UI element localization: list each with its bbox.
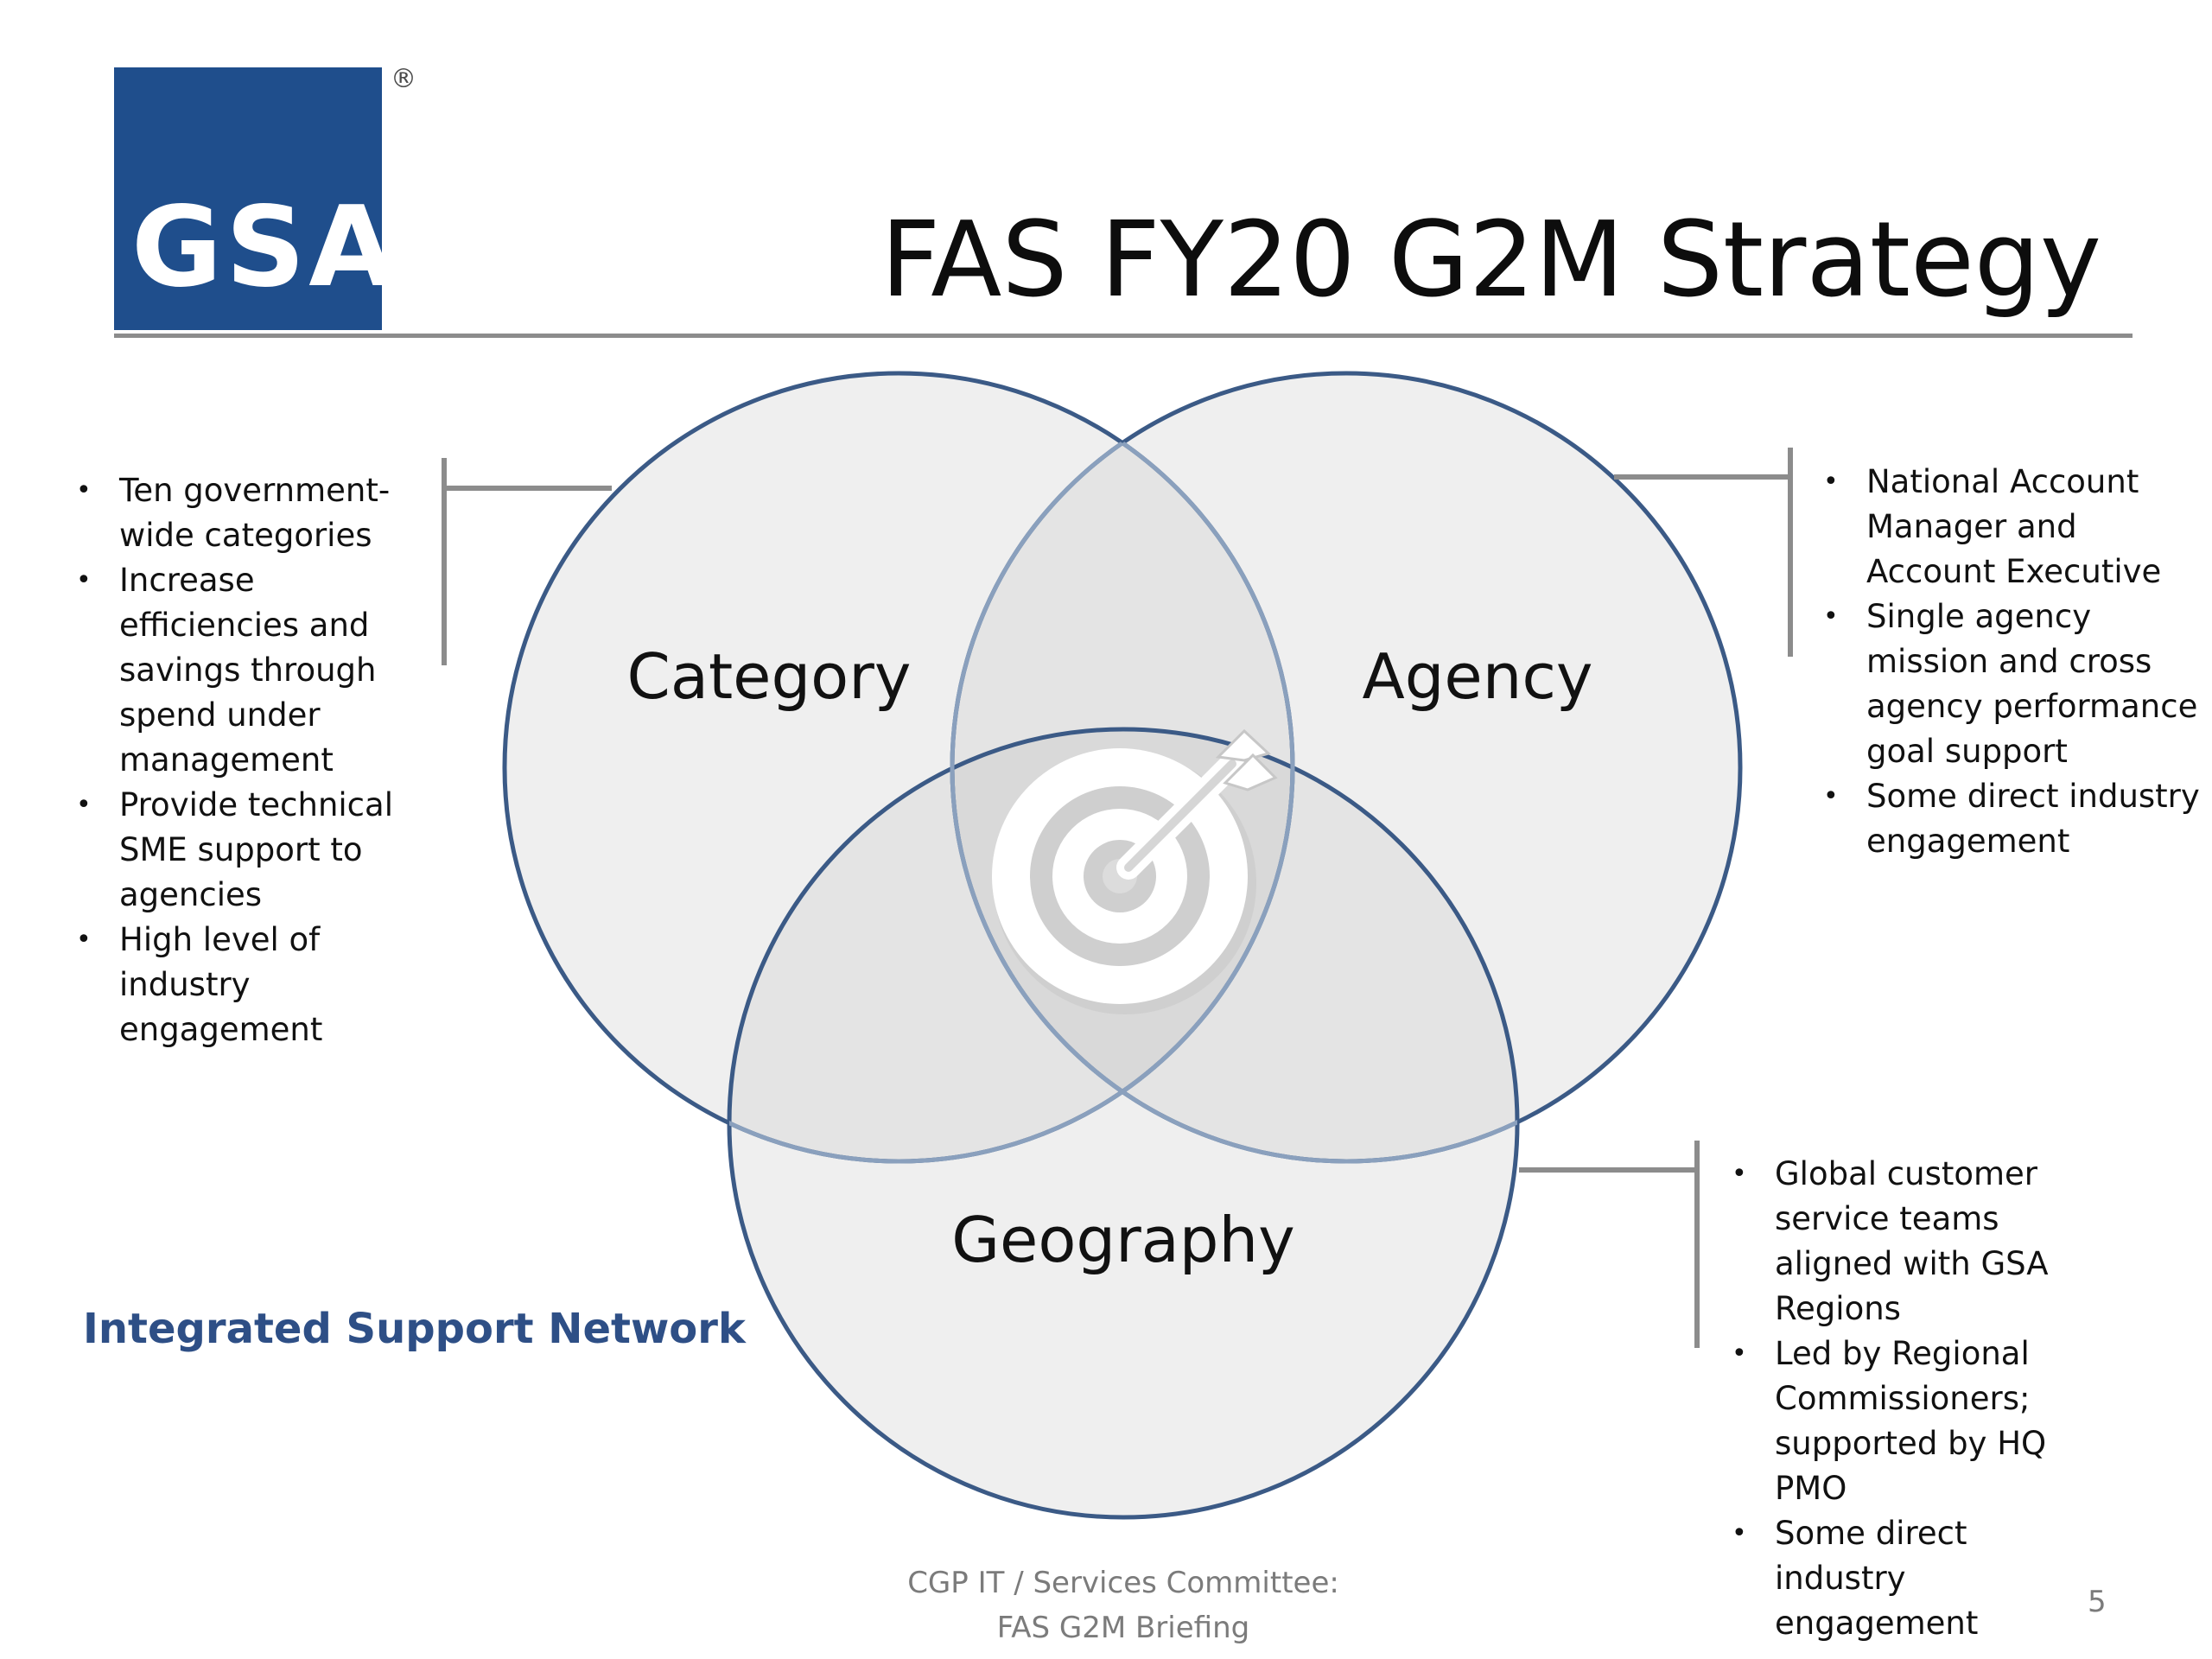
title-divider [114,334,2133,338]
list-item: Ten government-wide categories [76,468,413,558]
page-number: 5 [2088,1585,2107,1619]
geography-bullet-list: Global customer service teams aligned wi… [1732,1152,2077,1646]
list-item: Single agency mission and cross agency p… [1823,594,2203,774]
geography-connector [1519,1141,1700,1348]
gsa-logo: GSA [114,67,394,330]
registered-mark: ® [391,64,416,94]
category-bullet-list: Ten government-wide categories Increase … [76,468,413,1052]
agency-connector [1614,448,1793,657]
list-item: Some direct industry engagement [1732,1511,2077,1646]
list-item: National Account Manager and Account Exe… [1823,460,2203,594]
slide-title: FAS FY20 G2M Strategy [880,200,2101,321]
target-with-arrow-icon [992,728,1278,1014]
list-item: Provide technical SME support to agencie… [76,783,413,918]
network-label: Integrated Support Network [83,1305,746,1353]
list-item: Increase efficiencies and savings throug… [76,558,413,783]
gsa-logo-text: GSA [131,183,398,312]
footer: CGP IT / Services Committee: FAS G2M Bri… [778,1560,1469,1650]
list-item: High level of industry engagement [76,918,413,1052]
category-label: Category [627,640,912,713]
agency-bullet-list: National Account Manager and Account Exe… [1823,460,2203,864]
agency-label: Agency [1362,640,1592,713]
list-item: Global customer service teams aligned wi… [1732,1152,2077,1332]
footer-line-1: CGP IT / Services Committee: [907,1566,1339,1600]
category-connector [442,458,612,665]
geography-label: Geography [951,1204,1295,1276]
list-item: Led by Regional Commissioners; supported… [1732,1332,2077,1511]
list-item: Some direct industry engagement [1823,774,2203,864]
footer-line-2: FAS G2M Briefing [996,1611,1250,1645]
